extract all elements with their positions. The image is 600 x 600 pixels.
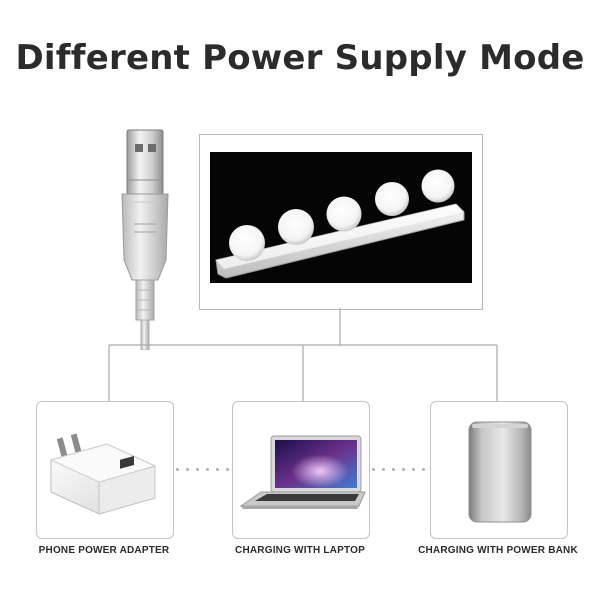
mode-label-laptop: CHARGING WITH LAPTOP bbox=[235, 545, 365, 556]
dotted-separator bbox=[176, 466, 229, 472]
page-title: Different Power Supply Mode bbox=[15, 38, 585, 78]
mode-label-power-bank: CHARGING WITH POWER BANK bbox=[418, 545, 578, 556]
power-adapter-icon bbox=[49, 433, 157, 515]
power-adapter-card bbox=[36, 401, 174, 539]
mode-label-power-adapter: PHONE POWER ADAPTER bbox=[38, 545, 170, 556]
power-bank-icon bbox=[468, 421, 532, 523]
dotted-separator bbox=[372, 466, 425, 472]
laptop-icon bbox=[239, 435, 366, 509]
usb-cable-image bbox=[100, 120, 190, 351]
laptop-card bbox=[232, 401, 370, 539]
led-light-bar-image bbox=[210, 152, 472, 283]
power-bank-card bbox=[430, 401, 568, 539]
product-image-frame bbox=[199, 134, 483, 310]
